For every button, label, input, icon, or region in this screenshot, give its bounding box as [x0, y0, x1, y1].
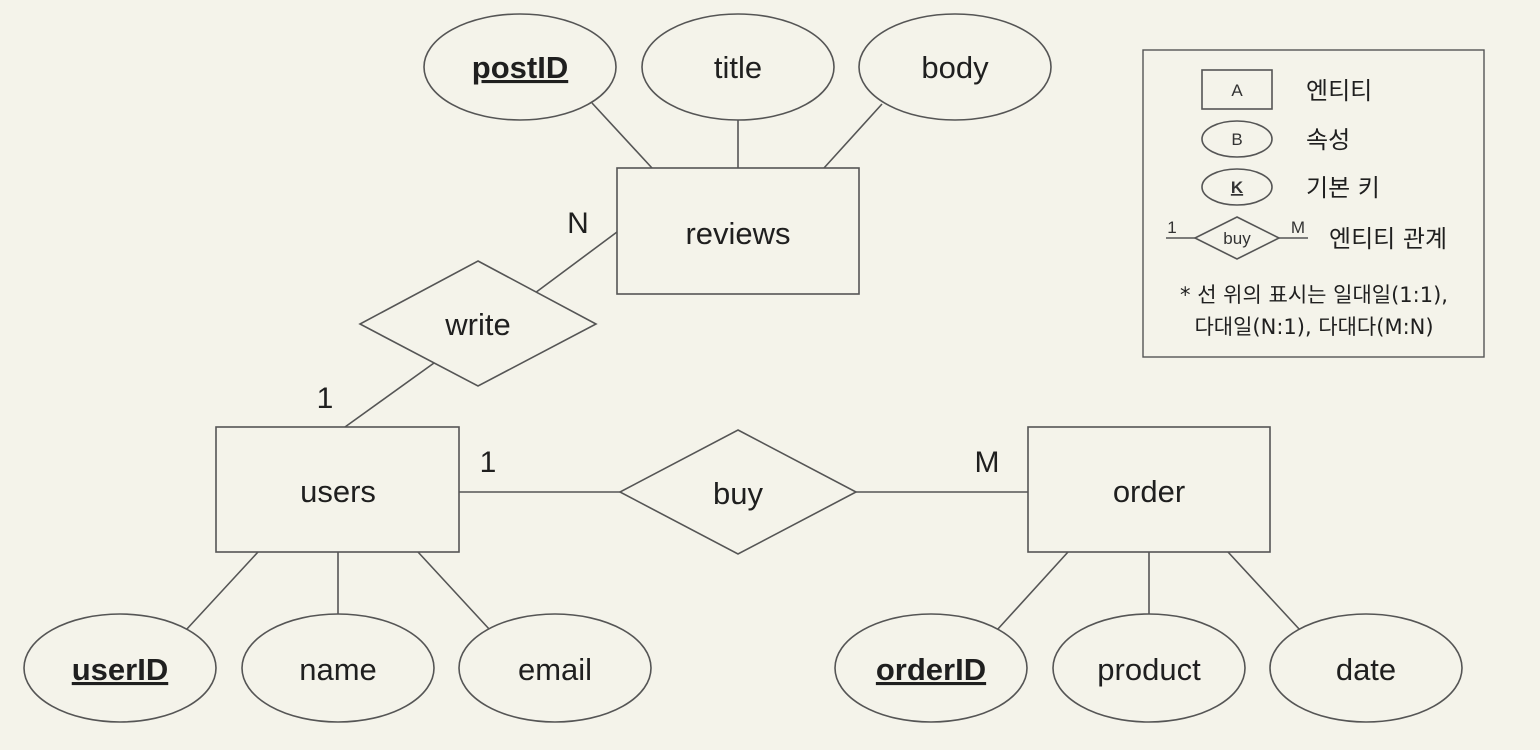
- postid-reviews-line: [591, 102, 653, 169]
- write-users-line: [344, 362, 435, 428]
- attribute-userid[interactable]: userID: [23, 613, 217, 723]
- attribute-product[interactable]: product: [1052, 613, 1246, 723]
- attribute-name[interactable]: name: [241, 613, 435, 723]
- entity-reviews-label: reviews: [685, 216, 790, 251]
- relationship-buy-label: buy: [713, 476, 763, 511]
- legend-rel-right-card: M: [1291, 218, 1305, 237]
- entity-users-label: users: [300, 474, 376, 509]
- attribute-email[interactable]: email: [458, 613, 652, 723]
- attribute-name-label: name: [299, 652, 377, 687]
- legend-entity-row: A 엔티티: [1201, 69, 1372, 110]
- cardinality-reviews-write: N: [567, 207, 589, 240]
- relationship-buy[interactable]: buy: [618, 429, 858, 555]
- legend-key-row: K 기본 키: [1201, 168, 1380, 206]
- relationship-write[interactable]: write: [358, 260, 598, 387]
- attribute-title[interactable]: title: [641, 13, 835, 121]
- order-orderid-line: [996, 551, 1069, 631]
- entity-order-label: order: [1113, 474, 1185, 509]
- attribute-body[interactable]: body: [858, 13, 1052, 121]
- order-date-line: [1227, 551, 1301, 631]
- users-userid-line: [185, 551, 259, 631]
- attribute-postid[interactable]: postID: [423, 13, 617, 121]
- cardinality-users-write: 1: [317, 382, 334, 415]
- attribute-product-label: product: [1097, 652, 1201, 687]
- legend-rel-left-card: 1: [1167, 218, 1176, 237]
- connectors: [185, 102, 1301, 631]
- cardinality-users-buy: 1: [480, 446, 497, 479]
- legend-entity-sample: A: [1231, 81, 1243, 100]
- entity-order[interactable]: order: [1027, 426, 1271, 553]
- entity-users[interactable]: users: [215, 426, 460, 553]
- cardinality-order-buy: M: [975, 446, 1000, 479]
- relationship-write-label: write: [444, 307, 510, 342]
- legend-attribute-sample: B: [1231, 130, 1242, 149]
- attribute-orderid[interactable]: orderID: [834, 613, 1028, 723]
- legend-relationship-shape: [1193, 216, 1281, 260]
- legend-note-line1: * 선 위의 표시는 일대일(1:1),: [1180, 283, 1448, 307]
- attribute-email-label: email: [518, 652, 592, 687]
- legend-box: [1142, 49, 1485, 358]
- legend-key-shape: [1201, 168, 1273, 206]
- users-email-line: [417, 551, 491, 631]
- attribute-title-label: title: [714, 50, 762, 85]
- legend-relationship-row: 1 buy M 엔티티 관계: [1166, 216, 1447, 260]
- attribute-userid-label: userID: [72, 652, 168, 687]
- legend-entity-shape: [1201, 69, 1273, 110]
- reviews-write-line: [534, 231, 618, 294]
- legend-entity-label: 엔티티: [1306, 77, 1372, 105]
- attribute-body-label: body: [921, 50, 989, 85]
- attribute-postid-label: postID: [472, 50, 568, 85]
- entity-reviews[interactable]: reviews: [616, 167, 860, 295]
- legend: A 엔티티 B 속성 K 기본 키 1 buy M 엔티티 관계 * 선 위의 …: [1142, 49, 1485, 358]
- attribute-date-label: date: [1336, 652, 1396, 687]
- legend-key-label: 기본 키: [1306, 174, 1380, 202]
- legend-attribute-label: 속성: [1306, 126, 1350, 154]
- body-reviews-line: [823, 103, 883, 169]
- legend-attribute-row: B 속성: [1201, 120, 1350, 158]
- legend-rel-sample: buy: [1223, 229, 1251, 248]
- attribute-orderid-label: orderID: [876, 652, 986, 687]
- legend-note-line2: 다대일(N:1), 다대다(M:N): [1194, 315, 1433, 339]
- legend-attribute-shape: [1201, 120, 1273, 158]
- legend-relationship-label: 엔티티 관계: [1329, 225, 1447, 253]
- legend-key-sample: K: [1231, 178, 1244, 197]
- attribute-date[interactable]: date: [1269, 613, 1463, 723]
